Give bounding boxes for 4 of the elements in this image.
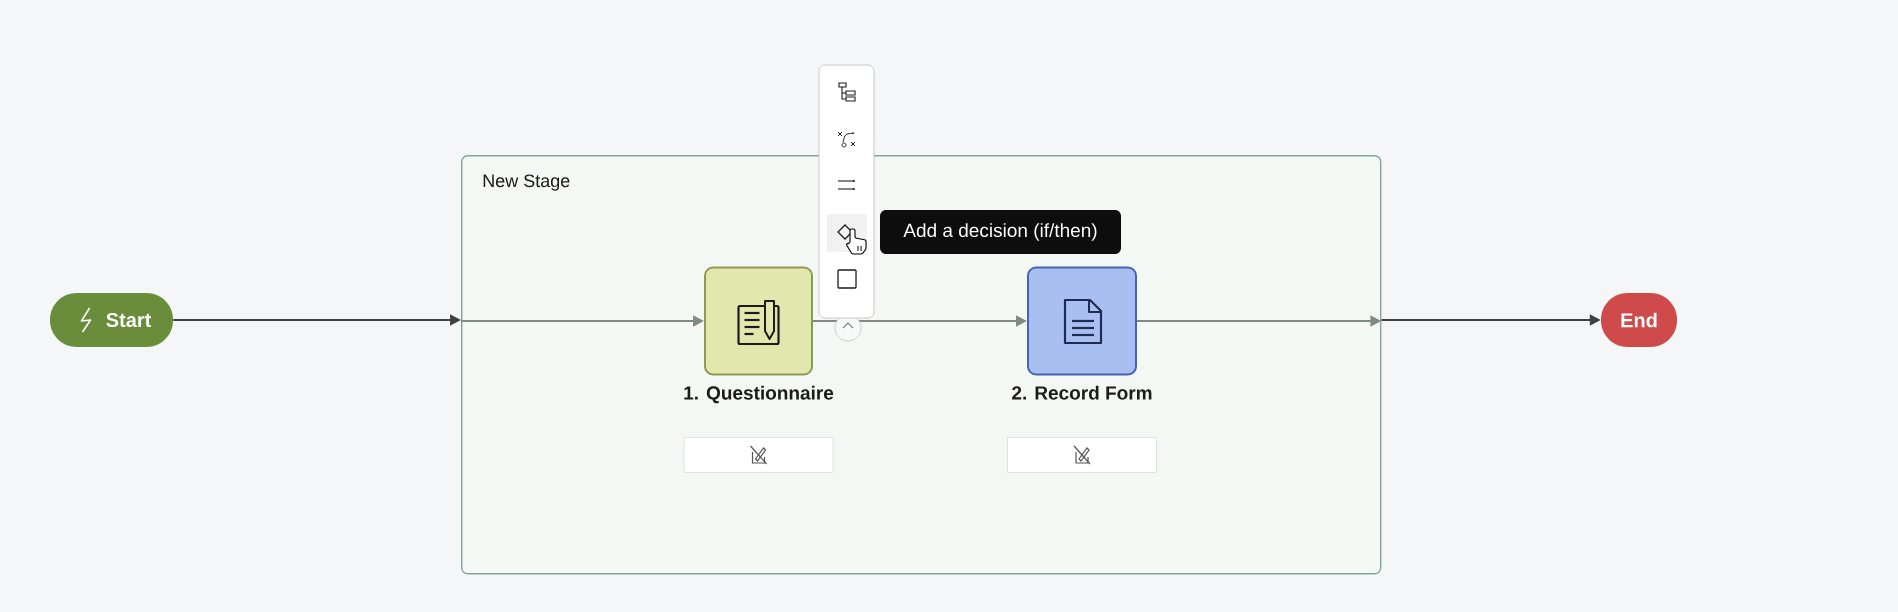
task-label: 1. Questionnaire xyxy=(684,385,834,404)
tooltip: Add a decision (if/then) xyxy=(880,210,1121,254)
terminal-pill: End xyxy=(1601,293,1677,347)
task-label: 2. Record Form xyxy=(1012,385,1152,400)
